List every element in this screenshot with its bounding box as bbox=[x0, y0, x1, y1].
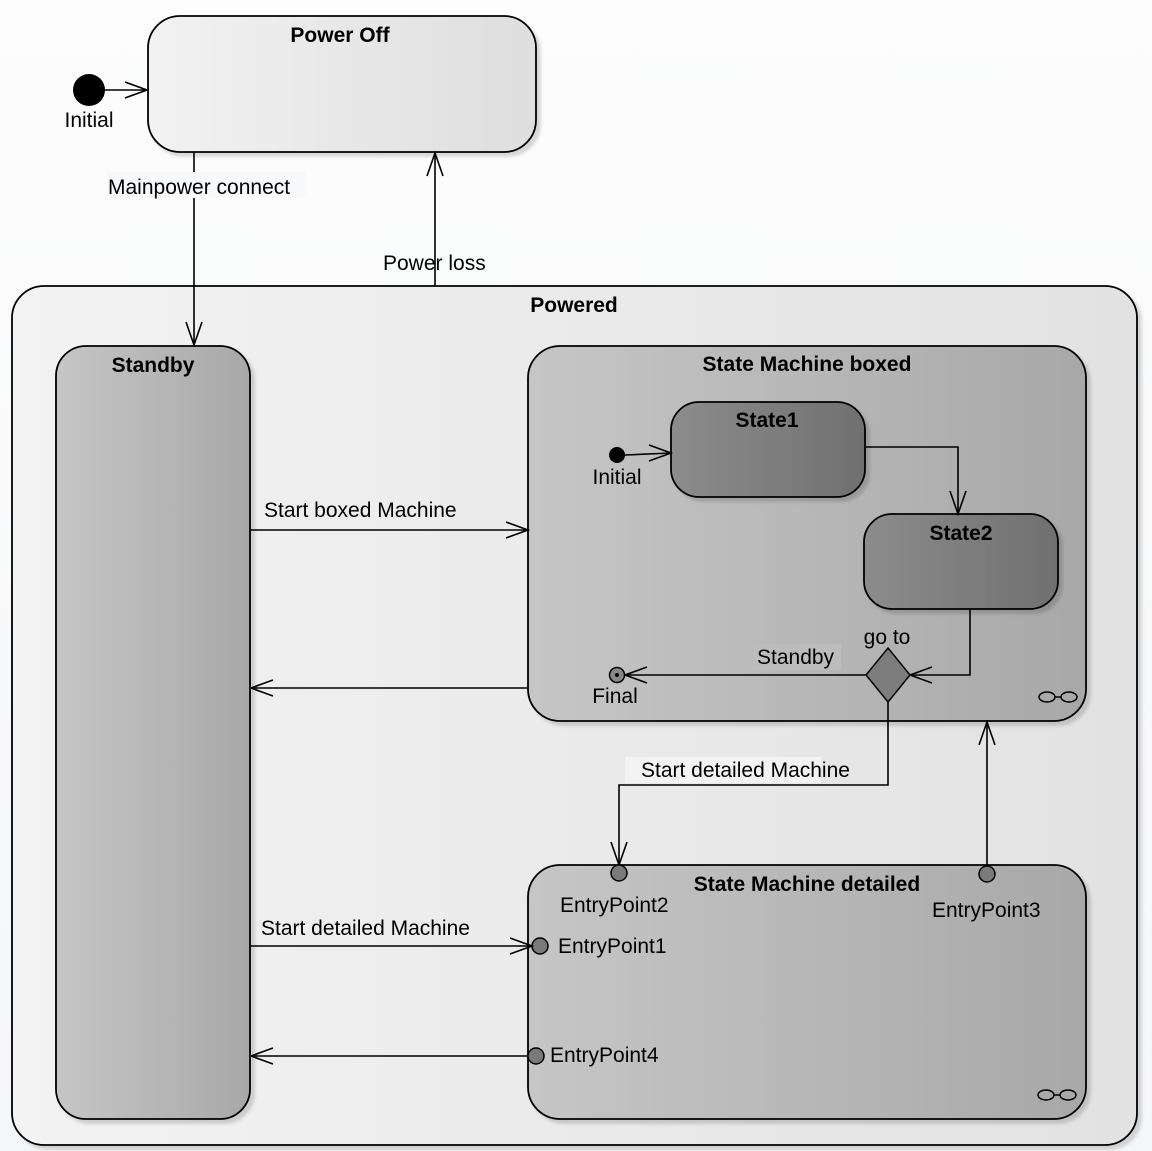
transition-mainpower-connect[interactable]: Mainpower connect bbox=[106, 152, 306, 348]
entry-point-1[interactable]: EntryPoint1 bbox=[531, 935, 667, 958]
power-off-title: Power Off bbox=[290, 24, 390, 47]
arrowhead-icon bbox=[509, 937, 535, 955]
entry-point-2-label: EntryPoint2 bbox=[560, 894, 669, 917]
final-state[interactable]: Final bbox=[592, 666, 638, 709]
choice-go-to[interactable]: go to bbox=[864, 626, 911, 704]
composite-state-icon bbox=[1037, 1089, 1077, 1101]
entry-point-icon[interactable] bbox=[978, 865, 996, 883]
initial-node-icon[interactable] bbox=[609, 447, 625, 463]
transition-state1-to-state2[interactable] bbox=[865, 446, 967, 517]
entry-point-4[interactable]: EntryPoint4 bbox=[527, 1044, 659, 1067]
choice-label: go to bbox=[864, 626, 911, 649]
state-standby[interactable]: Standby bbox=[55, 345, 251, 1120]
transition-initial-to-state1[interactable] bbox=[624, 444, 674, 462]
entry-point-icon[interactable] bbox=[527, 1047, 545, 1065]
arrowhead-icon bbox=[426, 150, 444, 177]
initial-top[interactable]: Initial bbox=[64, 74, 114, 132]
entry-point-3[interactable]: EntryPoint3 bbox=[932, 865, 1041, 922]
state1-title: State1 bbox=[735, 409, 798, 432]
powered-title: Powered bbox=[530, 294, 618, 317]
power-loss-label: Power loss bbox=[383, 252, 486, 275]
arrowhead-icon bbox=[248, 1047, 274, 1065]
power-off-box[interactable] bbox=[147, 15, 537, 153]
state-state2[interactable]: State2 bbox=[863, 513, 1059, 610]
standby-guard-label: Standby bbox=[757, 646, 835, 669]
arrowhead-icon bbox=[248, 679, 274, 697]
final-label: Final bbox=[592, 685, 638, 708]
mainpower-connect-label: Mainpower connect bbox=[108, 176, 290, 199]
sm-boxed-box[interactable] bbox=[527, 345, 1087, 722]
arrowhead-icon bbox=[124, 81, 150, 99]
arrowhead-icon bbox=[185, 321, 203, 348]
initial-node-icon[interactable] bbox=[73, 74, 105, 106]
arrowhead-icon bbox=[978, 719, 996, 746]
start-detailed-left-label: Start detailed Machine bbox=[261, 917, 470, 940]
start-detailed-top-label: Start detailed Machine bbox=[641, 759, 850, 782]
entry-point-4-label: EntryPoint4 bbox=[550, 1044, 659, 1067]
transition-choice-to-entrypoint2[interactable]: Start detailed Machine bbox=[610, 702, 889, 868]
transition-boxed-to-standby[interactable] bbox=[248, 679, 528, 697]
initial-inner-label: Initial bbox=[592, 466, 641, 489]
state2-title: State2 bbox=[929, 522, 992, 545]
state1-box[interactable] bbox=[670, 401, 866, 498]
entry-point-2[interactable]: EntryPoint2 bbox=[560, 864, 669, 917]
entry-point-1-label: EntryPoint1 bbox=[558, 935, 667, 958]
state-state1[interactable]: State1 bbox=[670, 401, 866, 498]
initial-top-label: Initial bbox=[64, 109, 113, 132]
sm-detailed-title: State Machine detailed bbox=[694, 873, 920, 896]
transition-start-detailed[interactable]: Start detailed Machine bbox=[250, 917, 535, 955]
transition-start-boxed[interactable]: Start boxed Machine bbox=[250, 499, 531, 539]
sm-detailed-box[interactable] bbox=[527, 864, 1087, 1120]
start-boxed-label: Start boxed Machine bbox=[264, 499, 457, 522]
composite-state-icon bbox=[1038, 691, 1078, 703]
standby-box[interactable] bbox=[55, 345, 251, 1120]
state-machine-boxed[interactable]: State Machine boxed bbox=[527, 345, 1087, 722]
transition-choice-to-final[interactable]: Standby bbox=[622, 644, 866, 684]
arrowhead-icon bbox=[648, 444, 674, 462]
entry-point-icon[interactable] bbox=[610, 864, 628, 882]
transition-entrypoint3-to-boxed[interactable] bbox=[978, 719, 996, 866]
arrowhead-icon bbox=[505, 521, 531, 539]
state2-box[interactable] bbox=[863, 513, 1059, 610]
transition-entrypoint4-to-standby[interactable] bbox=[248, 1047, 528, 1065]
transition-power-loss[interactable]: Power loss bbox=[383, 150, 486, 286]
sm-boxed-title: State Machine boxed bbox=[703, 353, 912, 376]
arrowhead-icon bbox=[949, 490, 967, 517]
state-machine-detailed[interactable]: State Machine detailed bbox=[527, 864, 1087, 1120]
transition-initial-to-power-off[interactable] bbox=[105, 81, 150, 99]
entry-point-icon[interactable] bbox=[531, 937, 549, 955]
standby-title: Standby bbox=[112, 354, 195, 377]
initial-inner[interactable]: Initial bbox=[592, 447, 642, 489]
entry-point-3-label: EntryPoint3 bbox=[932, 899, 1041, 922]
state-power-off[interactable]: Power Off bbox=[147, 15, 537, 153]
